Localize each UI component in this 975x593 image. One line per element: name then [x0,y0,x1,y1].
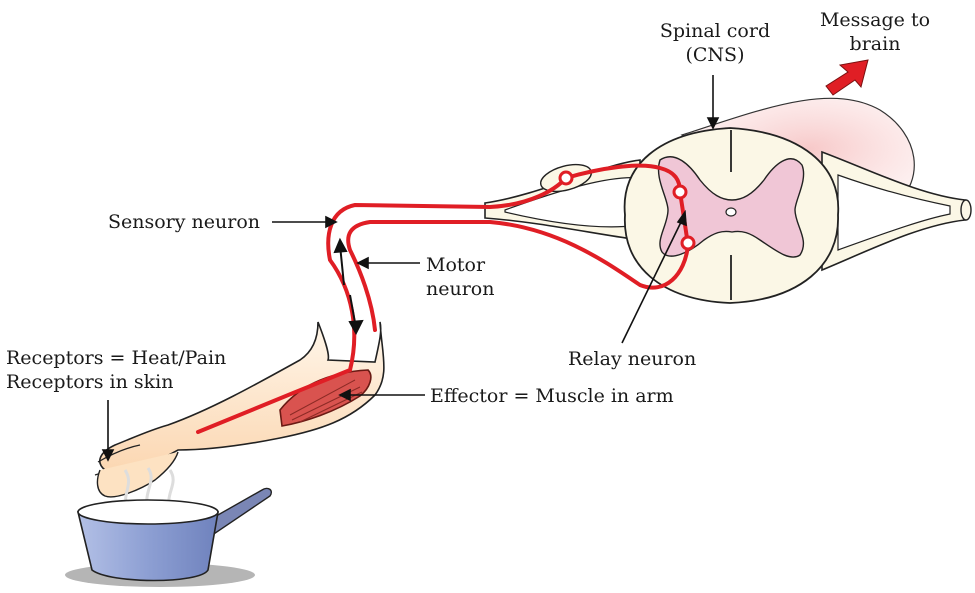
spinal-cord-label: Spinal cord [659,20,771,42]
motor-neuron-path [346,220,690,332]
pan [65,487,272,587]
direction-arrows [333,237,364,336]
motor-neuron-label: Motor [426,254,486,276]
motor-neuron-sublabel: neuron [426,278,495,300]
receptors-sublabel: Receptors in skin [6,371,174,393]
receptors-label: Receptors = Heat/Pain [6,347,227,369]
message-arrow-icon [825,59,869,96]
spinal-cord-sublabel: (CNS) [685,44,745,66]
synapses [558,170,696,251]
arm [94,321,385,498]
spinal-cord [484,127,972,304]
relay-neuron-label: Relay neuron [568,348,697,370]
effector-label: Effector = Muscle in arm [430,385,674,407]
message-label: Message to [819,9,931,31]
leader-lines [101,75,720,462]
sensory-neuron-label: Sensory neuron [108,211,261,233]
sensory-neuron-path [196,176,568,434]
message-sublabel: brain [849,33,901,55]
